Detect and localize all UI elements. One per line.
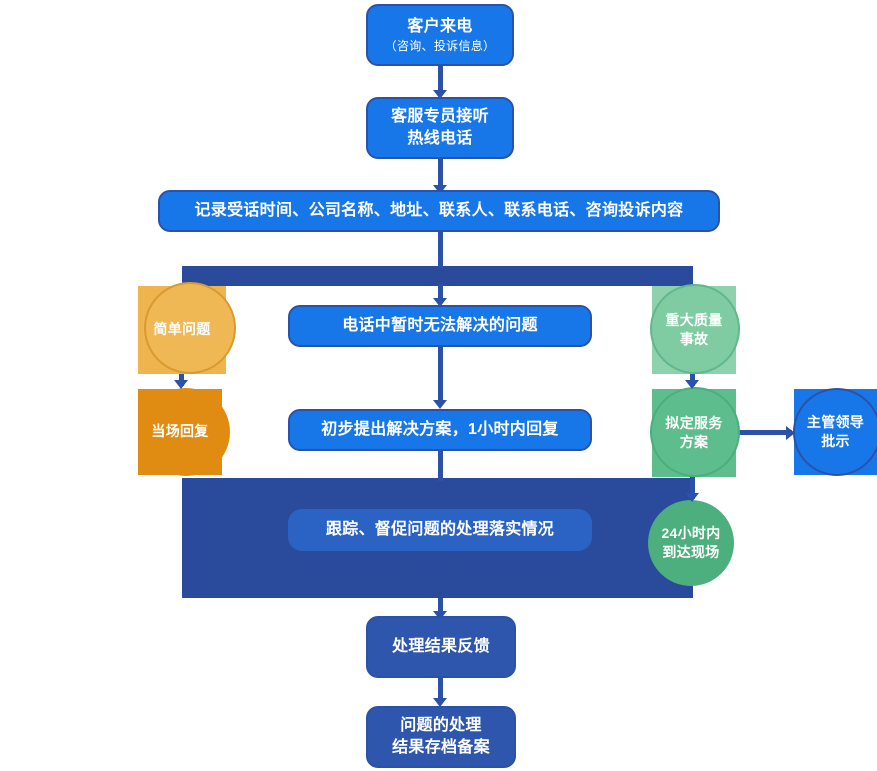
record-info-label: 记录受话时间、公司名称、地址、联系人、联系电话、咨询投诉内容: [194, 201, 684, 219]
distribution-band-top: [182, 266, 693, 286]
arrowhead-call-to-agent: [433, 90, 447, 99]
track-supervise-label: 跟踪、督促问题的处理落实情况: [325, 520, 555, 538]
node-reply-onsite[interactable]: 当场回复: [138, 388, 230, 476]
node-major-accident[interactable]: 重大质量 事故: [650, 284, 740, 374]
node-record-info[interactable]: 记录受话时间、公司名称、地址、联系人、联系电话、咨询投诉内容: [158, 190, 720, 232]
arrowhead-band-center: [433, 298, 447, 307]
arrowhead-unresolved-to-propose: [433, 400, 447, 409]
reply-onsite-circle: [142, 388, 230, 476]
major-accident-circle: [650, 284, 740, 374]
draft-plan-label-wrap: 拟定服务 方案: [652, 389, 736, 477]
connector-feedback-to-archive: [438, 678, 443, 702]
connector-band-to-feedback: [438, 598, 443, 616]
arrowhead-feedback-to-archive: [433, 698, 447, 707]
reply-onsite-label-wrap: 当场回复: [138, 389, 222, 475]
connector-record-to-band: [438, 232, 443, 268]
customer-call-title: 客户来电: [407, 17, 473, 35]
agent-answer-label: 客服专员接听 热线电话: [391, 107, 489, 147]
leader-instruction-circle: [793, 388, 877, 476]
arrowhead-plan-to-arrive: [685, 493, 699, 502]
connector-plan-to-leader: [736, 430, 792, 435]
major-accident-label-wrap: 重大质量 事故: [652, 286, 736, 374]
unresolved-on-call-label: 电话中暂时无法解决的问题: [342, 316, 538, 334]
arrowhead-simple-to-reply: [174, 380, 188, 389]
reply-onsite-label: 当场回复: [151, 423, 209, 440]
leader-instruction-label-wrap: 主管领导 批示: [794, 389, 877, 475]
major-accident-label: 重大质量 事故: [665, 311, 723, 347]
node-agent-answer[interactable]: 客服专员接听 热线电话: [366, 97, 514, 159]
simple-issue-label-wrap: 简单问题: [138, 286, 226, 374]
arrowhead-plan-to-leader: [786, 426, 795, 440]
node-customer-call[interactable]: 客户来电 （咨询、投诉信息）: [366, 4, 514, 66]
draft-plan-label: 拟定服务 方案: [665, 414, 723, 450]
connector-unresolved-to-propose: [438, 347, 443, 403]
node-arrive-24h[interactable]: 24小时内 到达现场: [648, 500, 734, 586]
connector-propose-to-lowerband: [438, 451, 443, 481]
node-track-supervise[interactable]: 跟踪、督促问题的处理落实情况: [288, 509, 592, 551]
result-feedback-label: 处理结果反馈: [392, 637, 490, 655]
band-drop-center: [438, 284, 443, 300]
arrive-24h-label: 24小时内 到达现场: [661, 524, 721, 560]
arrowhead-accident-to-plan: [685, 380, 699, 389]
propose-solution-label: 初步提出解决方案，1小时内回复: [321, 420, 559, 438]
arrowhead-agent-to-record: [433, 185, 447, 194]
node-leader-instruction[interactable]: 主管领导 批示: [793, 388, 877, 476]
draft-plan-circle: [650, 387, 740, 477]
node-archive-result[interactable]: 问题的处理 结果存档备案: [366, 706, 516, 768]
archive-result-label: 问题的处理 结果存档备案: [392, 716, 490, 756]
connector-agent-to-record: [438, 159, 443, 187]
node-draft-service-plan[interactable]: 拟定服务 方案: [650, 387, 740, 477]
leader-instruction-label: 主管领导 批示: [806, 413, 865, 449]
customer-call-subtitle: （咨询、投诉信息）: [384, 38, 496, 53]
node-result-feedback[interactable]: 处理结果反馈: [366, 616, 516, 678]
connector-call-to-agent: [438, 66, 443, 92]
simple-issue-label: 简单问题: [153, 321, 211, 338]
node-simple-issue[interactable]: 简单问题: [138, 282, 236, 374]
arrowhead-band-to-feedback: [433, 611, 447, 620]
simple-issue-circle: [144, 282, 236, 374]
node-unresolved-on-call[interactable]: 电话中暂时无法解决的问题: [288, 305, 592, 347]
node-propose-solution[interactable]: 初步提出解决方案，1小时内回复: [288, 409, 592, 451]
connector-plan-to-arrive: [690, 477, 695, 499]
